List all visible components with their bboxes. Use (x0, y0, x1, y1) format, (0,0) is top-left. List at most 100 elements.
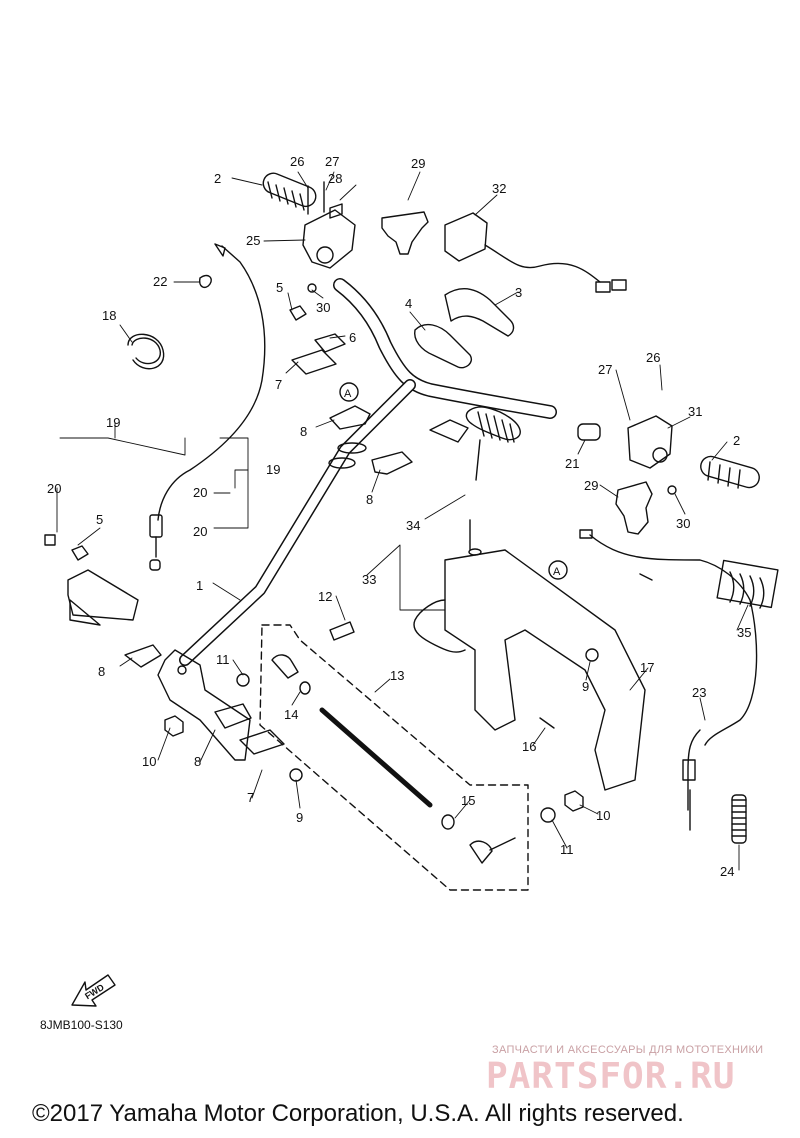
callout: 35 (737, 625, 751, 640)
bracket-8d (214, 703, 252, 729)
diagram-code: 8JMB100-S130 (40, 1018, 123, 1032)
callout: 26 (290, 154, 304, 169)
callout: 20 (193, 524, 207, 539)
callout-labels: 1 2 2 3 4 5 5 6 7 7 8 8 8 8 9 9 10 10 11… (47, 154, 751, 1001)
watermark-logo: PARTSFOR.RU (486, 1056, 736, 1097)
clip-22 (198, 274, 212, 289)
callout: 28 (328, 171, 342, 186)
ref-mark-a: A (344, 388, 352, 400)
bracket-plate-left (44, 534, 139, 626)
heater-pad-3 (444, 288, 515, 337)
callout: 10 (596, 808, 610, 823)
heater-pad-4 (414, 323, 472, 369)
callout: 22 (153, 274, 167, 289)
wire-33 (413, 599, 466, 653)
tie-rod-box (259, 624, 529, 891)
tether-cord (429, 406, 521, 481)
leader-lines (56, 171, 749, 871)
callout: 27 (598, 362, 612, 377)
copyright-notice: ©2017 Yamaha Motor Corporation, U.S.A. A… (32, 1100, 684, 1127)
callout: 32 (492, 181, 506, 196)
steering-arm-plate (157, 649, 251, 761)
callout: 15 (461, 793, 475, 808)
callout: 1 (196, 578, 203, 593)
hand-guard-29 (381, 211, 429, 255)
nut-10 (164, 715, 184, 737)
spring-24 (731, 794, 747, 844)
callout: 2 (214, 171, 221, 186)
callout: 6 (349, 330, 356, 345)
callout: 23 (692, 685, 706, 700)
callout: 12 (318, 589, 332, 604)
cable-end-23 (682, 729, 701, 831)
ref-circle-a1 (339, 382, 359, 402)
bracket-8b (371, 451, 413, 475)
callout: 4 (405, 296, 412, 311)
nut-10b (564, 790, 584, 812)
callout: 5 (96, 512, 103, 527)
pin-16 (539, 717, 555, 729)
washer-11b (540, 807, 556, 823)
bracket-8a (329, 405, 371, 430)
callout: 20 (47, 481, 61, 496)
callout: 8 (300, 424, 307, 439)
callout: 9 (296, 810, 303, 825)
callout: 30 (316, 300, 330, 315)
heater-cable (579, 529, 779, 746)
switch-31 (627, 415, 673, 469)
callout: 8 (98, 664, 105, 679)
bracket-8c (124, 644, 162, 668)
washer-11 (236, 673, 250, 687)
callout: 10 (142, 754, 156, 769)
grip-left (262, 172, 317, 211)
callout: 17 (640, 660, 654, 675)
callout: 24 (720, 864, 734, 879)
steering-column (179, 379, 416, 666)
callout: 34 (406, 518, 420, 533)
callout: 7 (247, 790, 254, 805)
clamp-7b (239, 729, 285, 755)
clamp-7 (291, 349, 337, 375)
callout: 13 (390, 668, 404, 683)
hand-guard-29-right (615, 481, 653, 535)
callout: 3 (515, 285, 522, 300)
washer-9b (585, 648, 599, 662)
callout: 21 (565, 456, 579, 471)
callout: 29 (584, 478, 598, 493)
fwd-arrow (71, 974, 116, 1007)
bolt-12 (329, 621, 355, 641)
callout: 14 (284, 707, 298, 722)
ref-circle-a2 (548, 560, 568, 580)
callout: 2 (733, 433, 740, 448)
callout: 8 (366, 492, 373, 507)
callout: 9 (582, 679, 589, 694)
clamp-6 (314, 333, 346, 353)
callout: 11 (560, 842, 574, 857)
tie-rod (271, 654, 516, 864)
switch-32 (444, 212, 627, 293)
callout: 31 (688, 404, 702, 419)
bolt-5b (71, 545, 89, 561)
throttle-cable (149, 243, 266, 571)
callout: 11 (216, 652, 230, 667)
callout: 19 (266, 462, 280, 477)
callout: 27 (325, 154, 339, 169)
callout: 5 (276, 280, 283, 295)
callout: 19 (106, 415, 120, 430)
clip-30b (667, 485, 677, 495)
callout: 26 (646, 350, 660, 365)
handlebar (333, 278, 557, 419)
band-18 (127, 333, 165, 370)
sleeve-21 (577, 423, 601, 441)
callout: 18 (102, 308, 116, 323)
callout: 8 (194, 754, 201, 769)
bolt-5 (289, 305, 307, 321)
callout: 20 (193, 485, 207, 500)
callout: 33 (362, 572, 376, 587)
watermark-tagline: ЗАПЧАСТИ И АКСЕССУАРЫ ДЛЯ МОТОТЕХНИКИ (492, 1044, 764, 1056)
bracket-17 (444, 519, 646, 791)
ref-mark-a: A (553, 566, 561, 578)
callout: 29 (411, 156, 425, 171)
callout: 16 (522, 739, 536, 754)
